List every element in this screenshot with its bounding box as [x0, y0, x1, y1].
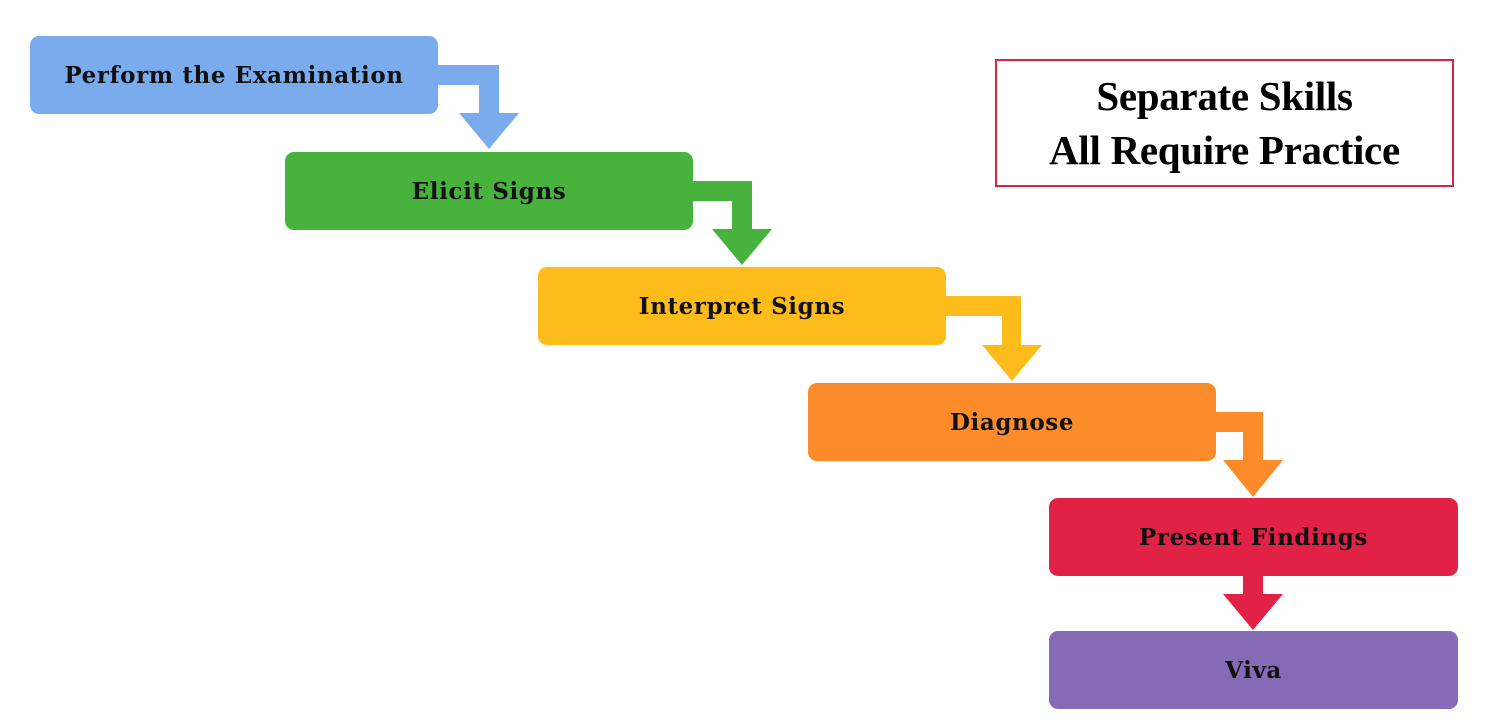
step-elicit-signs: Elicit Signs [285, 152, 693, 230]
title-box: Separate Skills All Require Practice [995, 59, 1454, 187]
step-diagnose: Diagnose [808, 383, 1216, 461]
step-perform-examination: Perform the Examination [30, 36, 438, 114]
step-label: Interpret Signs [638, 292, 846, 320]
step-present-findings: Present Findings [1049, 498, 1458, 576]
arrow-step5-to-step6 [1223, 576, 1283, 630]
title-line-1: Separate Skills [1096, 73, 1353, 119]
step-label: Elicit Signs [411, 177, 567, 205]
step-label: Diagnose [949, 408, 1075, 436]
step-interpret-signs: Interpret Signs [538, 267, 946, 345]
step-viva: Viva [1049, 631, 1458, 709]
arrow-step3-to-step4 [945, 296, 1042, 381]
title-line-2: All Require Practice [1049, 127, 1400, 173]
step-label: Present Findings [1139, 523, 1368, 551]
arrow-step2-to-step3 [692, 181, 772, 265]
arrow-step4-to-step5 [1215, 412, 1283, 497]
step-label: Perform the Examination [64, 61, 404, 89]
step-label: Viva [1225, 656, 1282, 684]
arrow-step1-to-step2 [437, 65, 519, 149]
